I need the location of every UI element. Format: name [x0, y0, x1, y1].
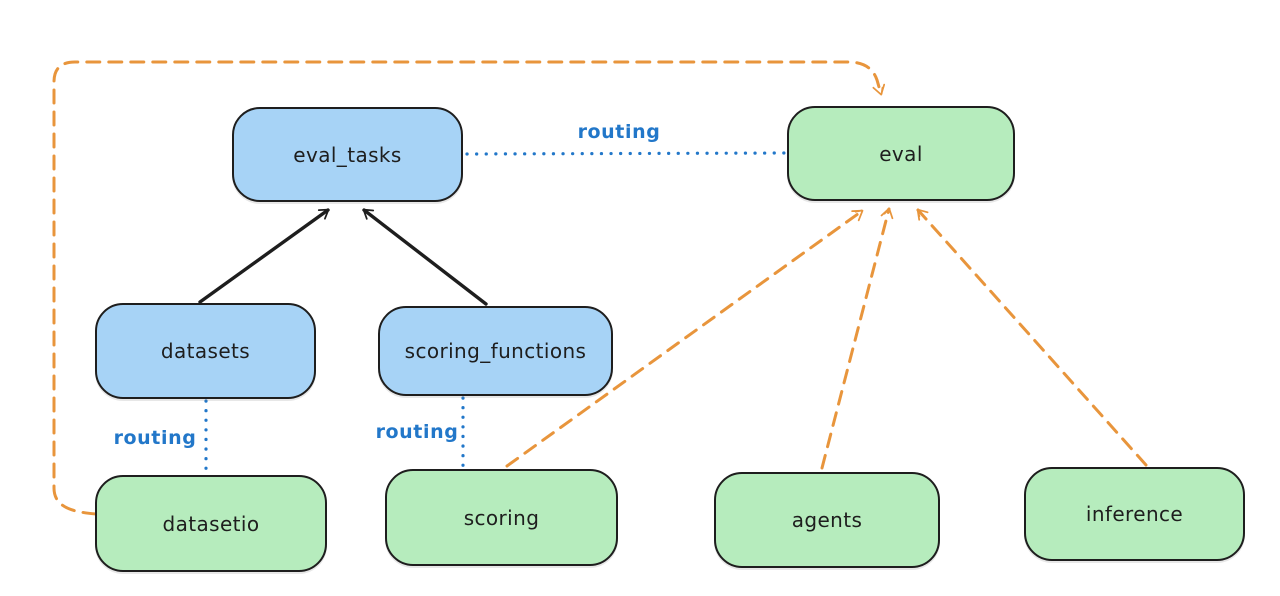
node-label-datasetio: datasetio: [162, 511, 260, 536]
node-scoring-functions: scoring_functions: [378, 306, 613, 396]
edge-scoring-functions-to-eval-tasks: [362, 208, 488, 306]
node-inference: inference: [1024, 467, 1245, 561]
node-scoring: scoring: [385, 469, 618, 566]
node-label-inference: inference: [1085, 502, 1184, 526]
edge-datasets-to-eval-tasks: [198, 208, 330, 304]
node-label-eval-tasks: eval_tasks: [293, 142, 402, 167]
node-datasets: datasets: [95, 303, 316, 399]
edge-datasetio-to-eval: [52, 60, 886, 516]
node-label-datasets: datasets: [160, 339, 251, 363]
edge-agents-to-eval: [820, 207, 894, 470]
node-label-agents: agents: [791, 508, 863, 532]
edge-label-routing-datasets-datasetio: routing: [113, 427, 197, 449]
node-agents: agents: [714, 472, 940, 568]
node-label-scoring: scoring: [463, 505, 540, 530]
node-eval-tasks: eval_tasks: [232, 107, 463, 202]
node-label-scoring-functions: scoring_functions: [404, 339, 587, 363]
edge-label-routing-eval-tasks-eval: routing: [577, 121, 661, 143]
node-label-eval: eval: [879, 141, 923, 166]
node-eval: eval: [787, 106, 1015, 201]
edge-inference-to-eval: [916, 208, 1148, 467]
edge-scoring-to-eval: [505, 209, 864, 468]
node-datasetio: datasetio: [95, 475, 327, 572]
edge-label-routing-scoring-functions-scoring: routing: [375, 421, 459, 443]
edge-eval-tasks-to-eval-routing: [465, 151, 786, 156]
